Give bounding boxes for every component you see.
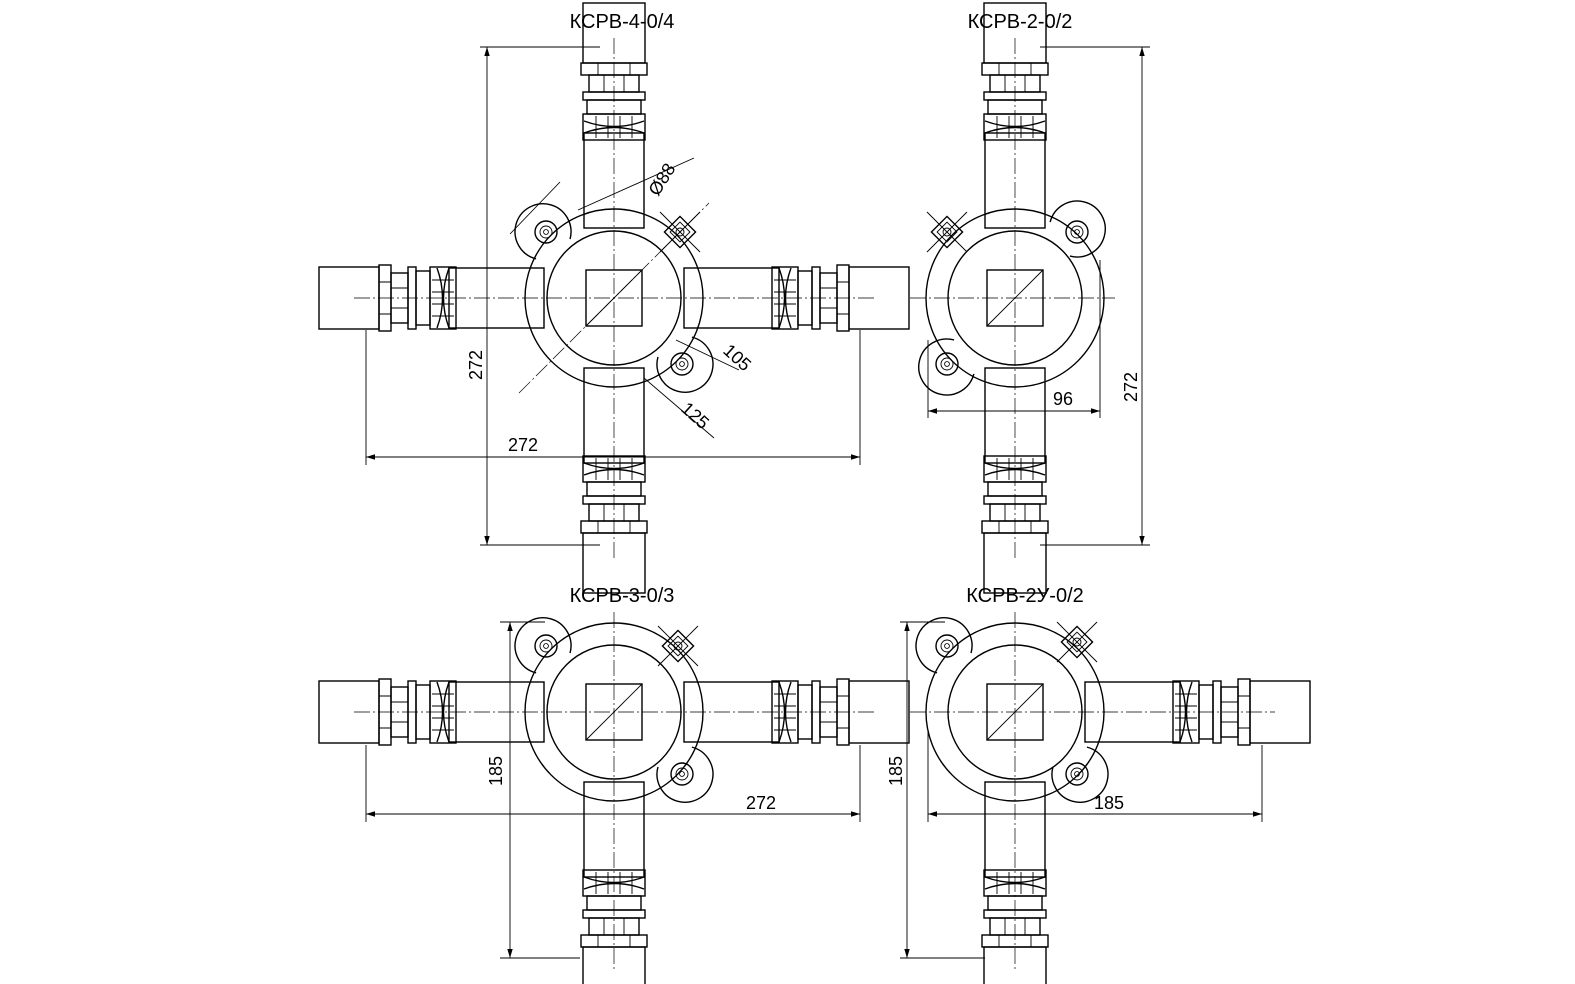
dim-height: 185: [886, 756, 906, 786]
view-ksrv-4: КСРВ-4-0/4 272 272 Ø88 105 125: [319, 2, 910, 593]
view-title: КСРВ-4-0/4: [570, 11, 675, 33]
dim-105: 105: [719, 340, 755, 375]
dim-125: 125: [677, 398, 713, 433]
dim-height: 185: [486, 756, 506, 786]
view-ksrv-3: КСРВ-3-0/3 185 272: [319, 585, 910, 984]
view-ksrv-2: КСРВ-2-0/2 272 96: [906, 2, 1150, 593]
view-title: КСРВ-3-0/3: [570, 585, 675, 607]
dim-diameter: Ø88: [644, 160, 679, 199]
view-title: КСРВ-2У-0/2: [966, 585, 1084, 607]
dim-width: 272: [508, 435, 538, 455]
dim-width: 185: [1094, 793, 1124, 813]
dim-width: 272: [746, 793, 776, 813]
view-ksrv-2u: КСРВ-2У-0/2 185 185: [886, 585, 1311, 984]
dim-height: 272: [1121, 372, 1141, 402]
dim-height: 272: [466, 350, 486, 380]
dim-width: 96: [1053, 389, 1073, 409]
